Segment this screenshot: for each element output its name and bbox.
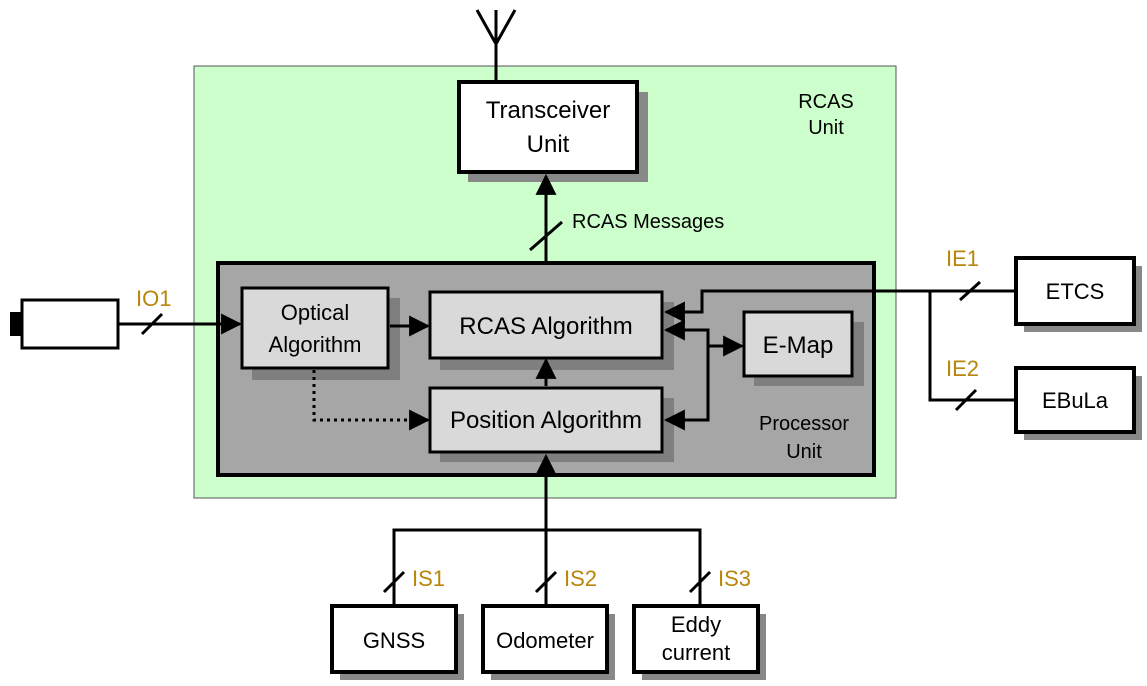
processor-unit-label-1: Processor bbox=[759, 413, 849, 435]
emap-position-link bbox=[663, 346, 710, 431]
odometer-label: Odometer bbox=[496, 628, 594, 653]
rcas-messages-bus-slash bbox=[529, 220, 563, 252]
gnss-link bbox=[392, 528, 702, 604]
ie1-label: IE1 bbox=[946, 246, 979, 271]
is3-bus-slash bbox=[688, 570, 712, 594]
rcas-algorithm-label: RCAS Algorithm bbox=[459, 313, 632, 340]
io1-bus-slash bbox=[140, 312, 164, 336]
eddy-current-label-2: current bbox=[662, 640, 730, 665]
ie2-bus-slash bbox=[954, 388, 978, 412]
odometer-box bbox=[481, 604, 609, 674]
emap-label: E-Map bbox=[763, 332, 834, 359]
transceiver-label-2: Unit bbox=[527, 131, 570, 158]
ie2-label: IE2 bbox=[946, 356, 979, 381]
is3-label: IS3 bbox=[718, 566, 751, 591]
ebula-label: EBuLa bbox=[1042, 388, 1109, 413]
is2-label: IS2 bbox=[564, 566, 597, 591]
optical-algorithm-label-2: Algorithm bbox=[269, 332, 362, 357]
rcas-unit-label-2: Unit bbox=[808, 117, 844, 139]
optical-algorithm-label-1: Optical bbox=[281, 300, 349, 325]
antenna-icon bbox=[475, 9, 517, 80]
emap-rcas-link bbox=[663, 319, 710, 346]
processor-unit-label-2: Unit bbox=[786, 441, 822, 463]
position-algorithm bbox=[428, 386, 664, 454]
ie1-bus-slash bbox=[958, 280, 982, 302]
etcs-link bbox=[663, 289, 1016, 323]
is1-bus-slash bbox=[382, 570, 406, 594]
position-algorithm-label: Position Algorithm bbox=[450, 407, 642, 434]
etcs-label: ETCS bbox=[1046, 279, 1105, 304]
gnss-label: GNSS bbox=[363, 628, 425, 653]
rcas-messages-label: RCAS Messages bbox=[572, 211, 724, 233]
eddy-current-box bbox=[632, 604, 760, 674]
camera-icon bbox=[20, 298, 120, 350]
io1-label: IO1 bbox=[136, 286, 171, 311]
transceiver-unit bbox=[457, 80, 639, 174]
rcas-unit-label-1: RCAS bbox=[798, 91, 854, 113]
optical-to-position-dotted bbox=[312, 370, 431, 431]
transceiver-label-1: Transceiver bbox=[486, 97, 610, 124]
is2-bus-slash bbox=[534, 570, 558, 594]
etcs-box bbox=[1014, 256, 1136, 326]
is1-label: IS1 bbox=[412, 566, 445, 591]
ebula-link bbox=[928, 291, 1016, 402]
gnss-box bbox=[330, 604, 458, 674]
ebula-box bbox=[1014, 366, 1136, 434]
eddy-current-label-1: Eddy bbox=[671, 612, 721, 637]
